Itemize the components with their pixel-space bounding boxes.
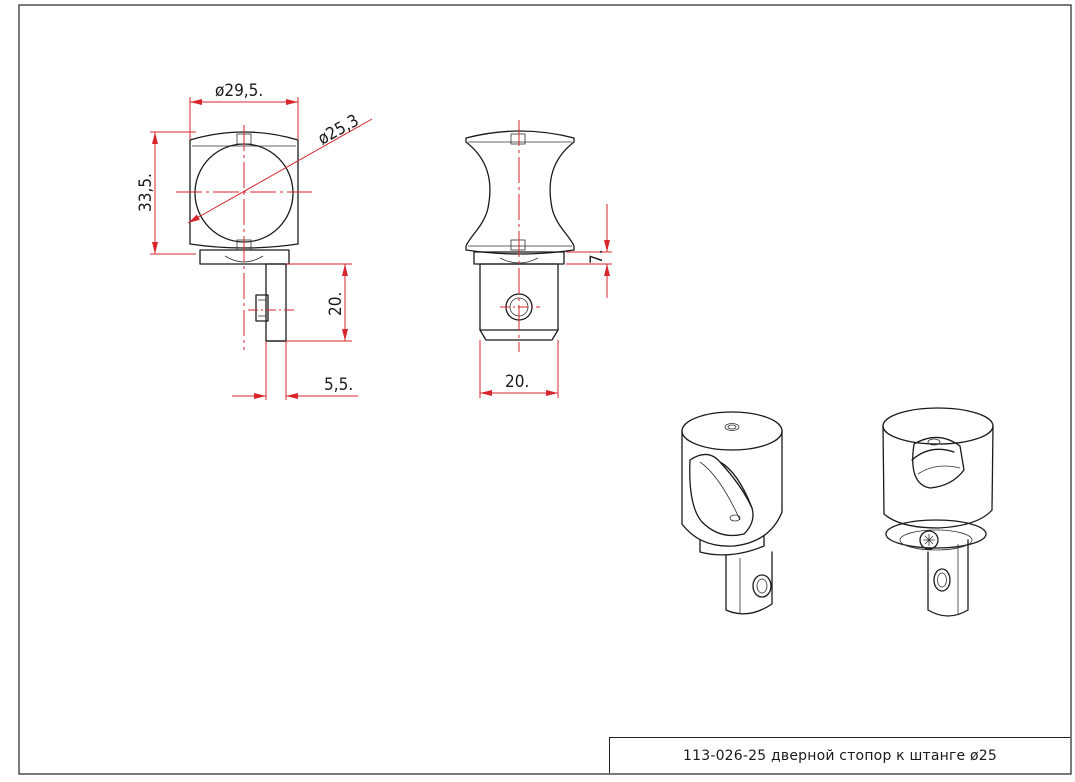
drawing-title: 113-026-25 дверной стопор к штанге ø25 <box>683 747 997 764</box>
dim-pin-offset: 5,5. <box>324 375 353 395</box>
dim-base-width: 20. <box>505 372 529 392</box>
isometric-view-left <box>681 411 783 615</box>
isometric-view-right <box>882 407 994 617</box>
dim-pin-length: 20. <box>326 292 346 316</box>
front-view <box>176 125 312 350</box>
title-block: 113-026-25 дверной стопор к штанге ø25 <box>609 737 1070 773</box>
sheet-border <box>18 4 1072 775</box>
side-view <box>465 120 575 352</box>
dim-ball-diameter: ø25,3 <box>315 111 363 150</box>
dim-front-width: ø29,5. <box>215 81 263 101</box>
dim-height: 33,5. <box>136 173 156 212</box>
side-dimensions: 20. 7. <box>479 204 612 398</box>
dim-collar-height: 7. <box>587 249 607 264</box>
